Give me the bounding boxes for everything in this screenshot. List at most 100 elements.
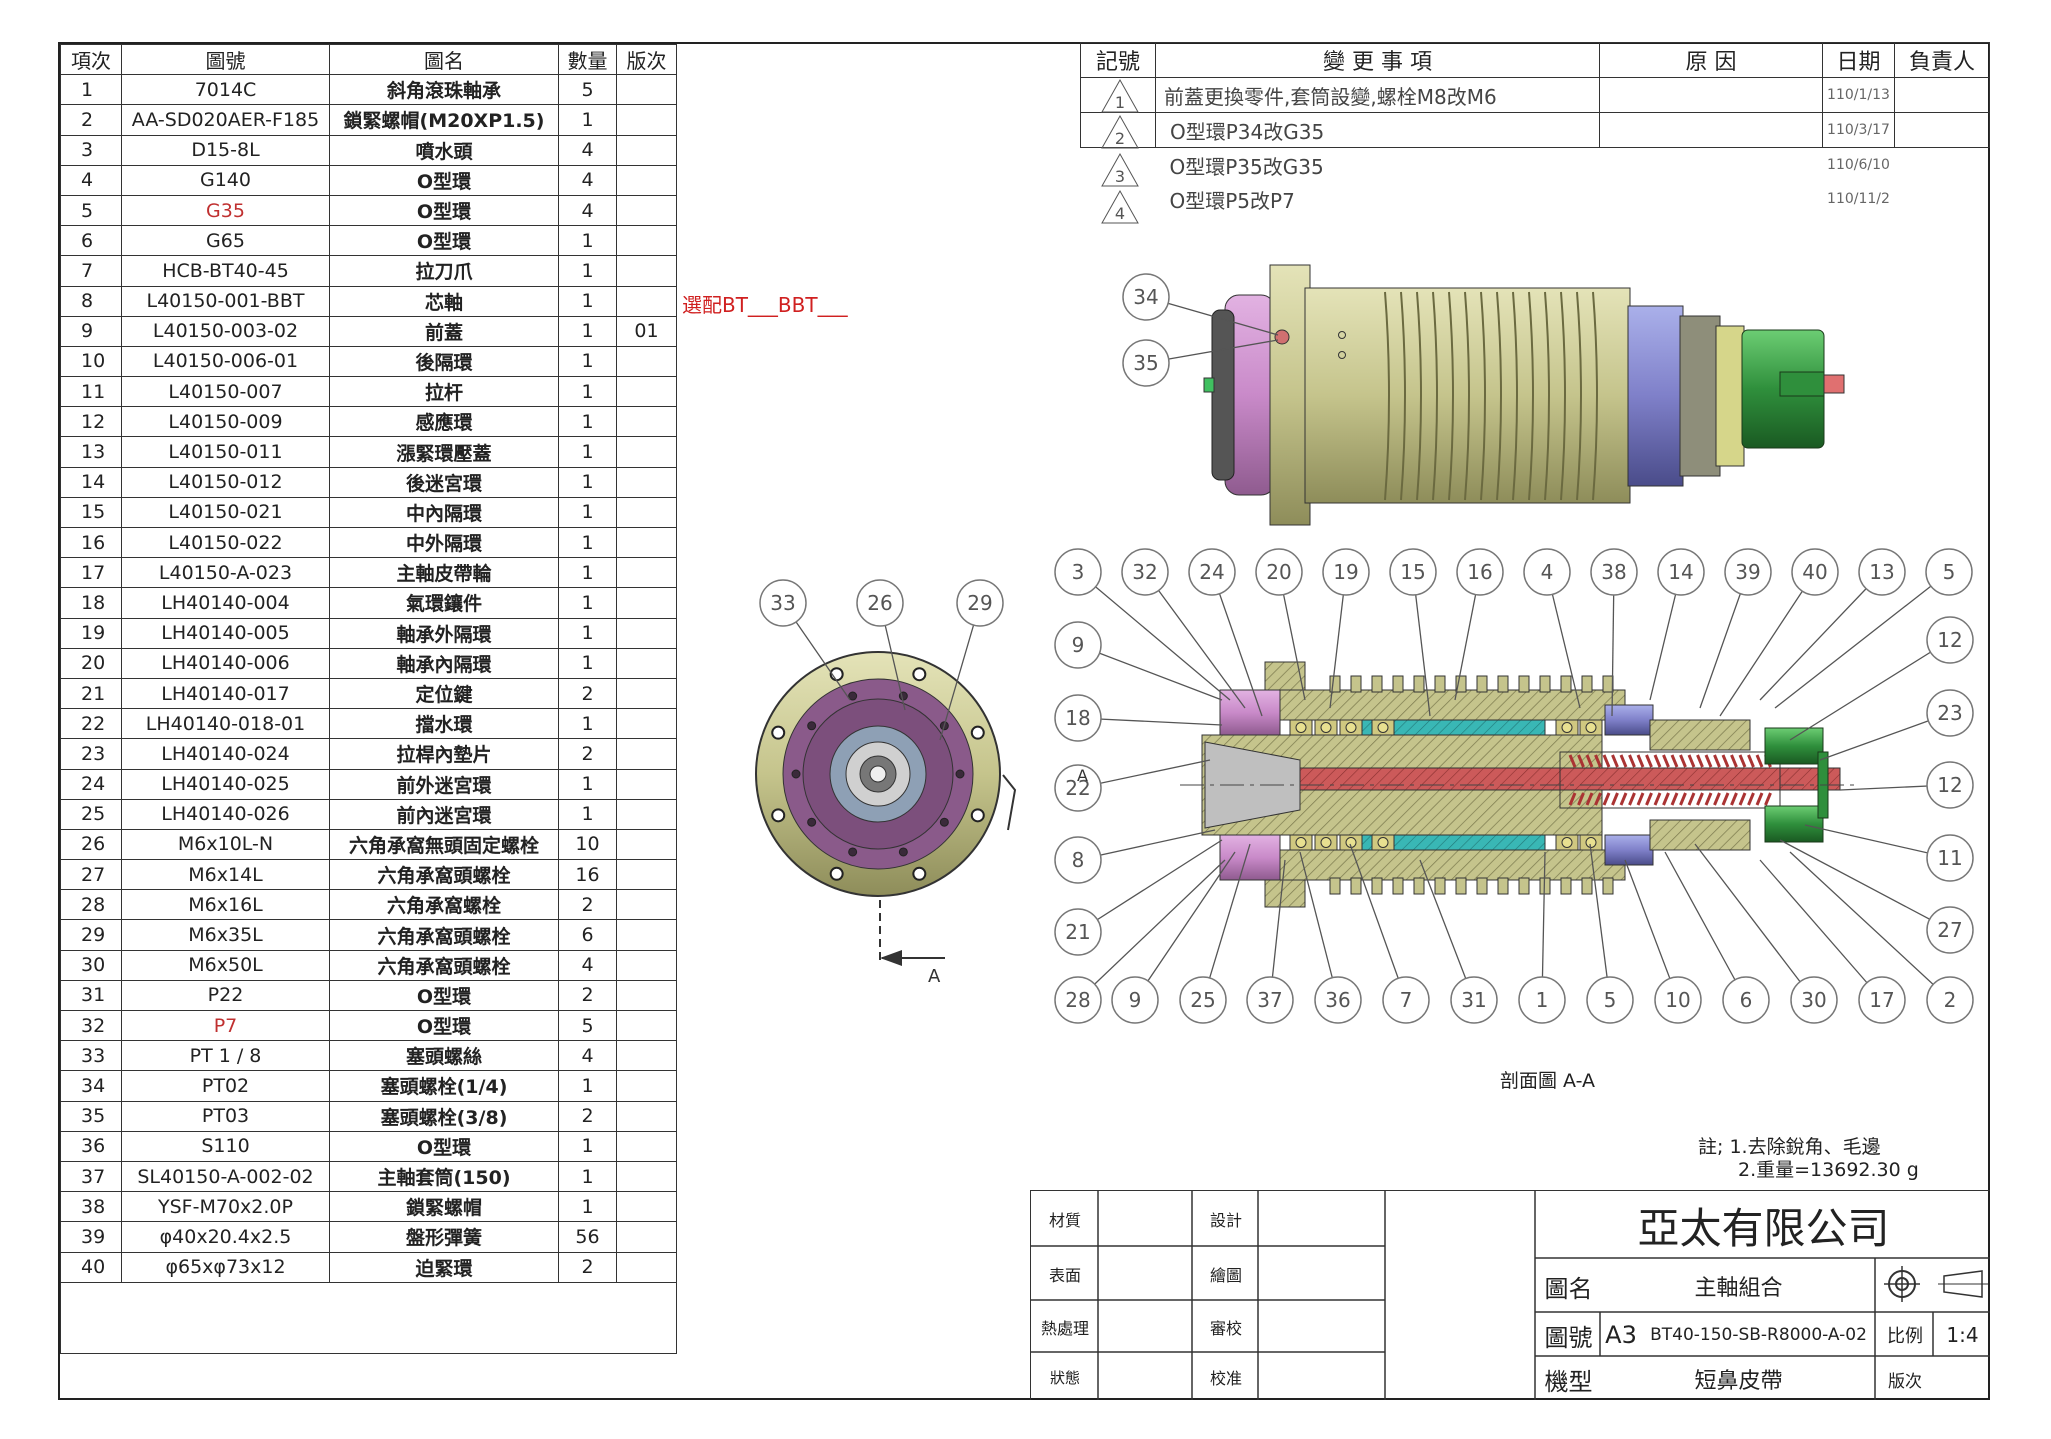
revision-date: 110/1/13 xyxy=(1822,77,1895,113)
balloon-bottom-9-1: 9 xyxy=(1111,976,1159,1024)
svg-text:40: 40 xyxy=(1802,560,1827,584)
svg-text:10: 10 xyxy=(1665,988,1690,1012)
svg-text:29: 29 xyxy=(967,591,992,615)
quantity: 16 xyxy=(558,859,617,891)
revision-owner xyxy=(1894,112,1990,148)
spindle-end-view xyxy=(755,651,1017,897)
svg-text:1: 1 xyxy=(1536,988,1549,1012)
item-number: 2 xyxy=(60,104,122,136)
svg-text:18: 18 xyxy=(1065,706,1090,730)
svg-text:9: 9 xyxy=(1129,988,1142,1012)
svg-text:12: 12 xyxy=(1937,773,1962,797)
part-name: 塞頭螺栓(1/4) xyxy=(329,1070,559,1102)
version xyxy=(616,708,677,740)
svg-text:11: 11 xyxy=(1937,846,1962,870)
svg-text:21: 21 xyxy=(1065,920,1090,944)
svg-text:34: 34 xyxy=(1133,285,1158,309)
balloon-top-13: 13 xyxy=(1858,548,1906,596)
balloon-bottom-2-13: 2 xyxy=(1926,976,1974,1024)
quantity: 1 xyxy=(558,708,617,740)
balloon-left-22: 22 xyxy=(1054,764,1102,812)
svg-text:26: 26 xyxy=(867,591,892,615)
section-title: 剖面圖 A-A xyxy=(1500,1070,1596,1092)
option-note: 選配BT___BBT___ xyxy=(682,293,848,317)
version xyxy=(616,376,677,408)
part-name: 前內迷宮環 xyxy=(329,798,559,830)
balloon-bottom-17-12: 17 xyxy=(1858,976,1906,1024)
part-number: M6x35L xyxy=(121,919,330,951)
svg-text:7: 7 xyxy=(1400,988,1413,1012)
svg-text:12: 12 xyxy=(1937,628,1962,652)
svg-text:25: 25 xyxy=(1190,988,1215,1012)
balloon-35: 35 xyxy=(1122,339,1170,387)
balloon-end-26: 26 xyxy=(856,579,904,627)
svg-text:2: 2 xyxy=(1944,988,1957,1012)
quantity: 2 xyxy=(558,738,617,770)
header-version: 版次 xyxy=(616,43,677,76)
name-label: 圖名 xyxy=(1544,1274,1593,1303)
part-number: L40150-007 xyxy=(121,376,330,408)
version xyxy=(616,104,677,136)
version xyxy=(616,496,677,529)
version xyxy=(616,949,677,981)
balloon-top-14: 14 xyxy=(1657,548,1705,596)
item-number: 22 xyxy=(60,708,122,740)
svg-text:19: 19 xyxy=(1333,560,1358,584)
svg-text:1: 1 xyxy=(1115,93,1125,112)
item-number: 26 xyxy=(60,828,122,861)
part-name: 鎖緊螺帽 xyxy=(329,1191,559,1223)
header-part-name: 圖名 xyxy=(329,43,559,76)
part-name: 漲緊環壓蓋 xyxy=(329,436,559,468)
part-name: 盤形彈簧 xyxy=(329,1221,559,1253)
part-name: 軸承內隔環 xyxy=(329,647,559,679)
part-number: M6x14L xyxy=(121,859,330,891)
part-name: 六角承窩螺栓 xyxy=(329,889,559,921)
svg-text:4: 4 xyxy=(1115,204,1125,223)
balloon-top-3: 3 xyxy=(1054,548,1102,596)
version-label: 版次 xyxy=(1888,1371,1922,1392)
quantity: 1 xyxy=(558,617,617,649)
title-block: 材質 表面 熱處理 狀態 設計 繪圖 審校 校准 亞太有限公司 圖名 主軸組合 … xyxy=(1030,1190,1990,1400)
balloon-top-15: 15 xyxy=(1389,548,1437,596)
svg-text:20: 20 xyxy=(1266,560,1291,584)
spindle-section-view xyxy=(1180,661,1855,908)
revision-date: 110/11/2 xyxy=(1827,191,1890,207)
svg-text:39: 39 xyxy=(1735,560,1760,584)
balloon-top-24: 24 xyxy=(1188,548,1236,596)
svg-text:31: 31 xyxy=(1461,988,1486,1012)
svg-text:28: 28 xyxy=(1065,988,1090,1012)
quantity: 5 xyxy=(558,74,617,106)
revision-reason xyxy=(1599,112,1823,148)
version xyxy=(616,1100,677,1132)
quantity: 1 xyxy=(558,225,617,257)
balloon-right-12-2: 12 xyxy=(1926,761,1974,809)
version xyxy=(616,677,677,710)
quantity: 4 xyxy=(558,194,617,227)
spindle-iso-view xyxy=(1203,264,1845,526)
section-marker-label: A xyxy=(928,966,941,987)
model-label: 機型 xyxy=(1544,1367,1593,1396)
svg-text:8: 8 xyxy=(1072,848,1085,872)
revision-date: 110/3/17 xyxy=(1822,112,1895,148)
version xyxy=(616,828,677,861)
quantity: 1 xyxy=(558,1130,617,1162)
balloon-bottom-31-6: 31 xyxy=(1450,976,1498,1024)
item-number: 6 xyxy=(60,225,122,257)
